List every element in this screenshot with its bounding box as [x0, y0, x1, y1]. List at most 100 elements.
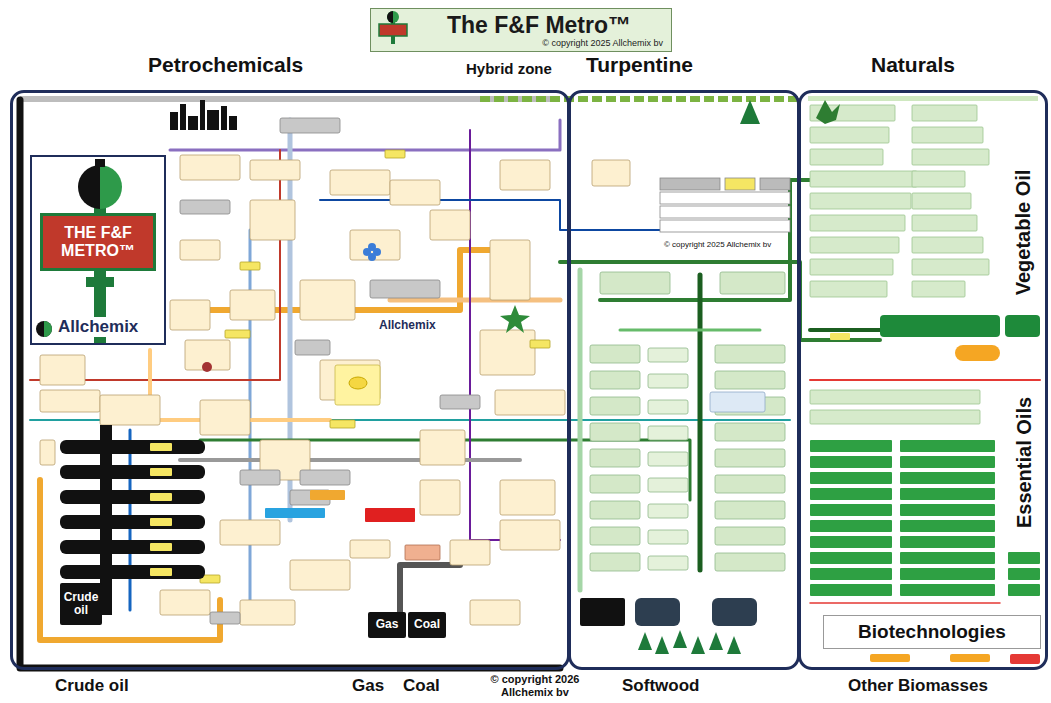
copyright-text: © copyright 2025 Allchemix bv — [542, 38, 663, 48]
station-bar — [370, 280, 440, 298]
brand-name: Allchemix — [56, 317, 140, 337]
region-panel: NaturalsBiotechnologies — [798, 90, 1048, 670]
top-strip — [704, 96, 714, 102]
category-name: Biotechnologies — [858, 621, 1006, 643]
station-box — [648, 400, 688, 414]
station-bar — [180, 200, 230, 214]
station-box — [330, 170, 390, 195]
station-box — [648, 556, 688, 570]
station-box — [180, 240, 220, 260]
station-box — [810, 193, 911, 209]
highlight-box — [710, 392, 765, 412]
station-box — [170, 300, 210, 330]
category-bar — [955, 345, 1000, 361]
station-box — [715, 475, 785, 493]
top-strip — [760, 96, 770, 102]
station-box — [450, 540, 490, 565]
source-label: Gas — [352, 676, 384, 696]
metro-line — [578, 270, 583, 590]
station-box — [160, 590, 210, 615]
station-box — [810, 127, 889, 143]
skyline-icon — [170, 112, 178, 130]
flower-icon — [363, 248, 371, 256]
station-box — [810, 149, 883, 165]
legend-cell — [660, 220, 790, 232]
station-box — [240, 600, 295, 625]
station-box — [220, 520, 280, 545]
station-box — [590, 501, 640, 519]
station-box — [590, 371, 640, 389]
section-label: Vegetable Oil — [1012, 167, 1035, 299]
station-bar — [280, 118, 340, 133]
category-bar — [810, 568, 892, 580]
skyline-icon — [229, 116, 237, 130]
sign-icon — [379, 24, 407, 36]
station-box — [912, 259, 989, 275]
top-strip — [508, 96, 518, 102]
category-bar — [900, 584, 995, 596]
tree-icon — [740, 100, 760, 124]
station-box — [720, 272, 785, 294]
station-box — [912, 171, 965, 187]
refinery-column — [60, 490, 205, 504]
color-bar — [310, 490, 345, 500]
station-box — [715, 527, 785, 545]
source-label: Coal — [403, 676, 440, 696]
top-strip — [480, 96, 490, 102]
zone-label: Hybrid zone — [466, 60, 552, 77]
station-bar — [440, 395, 480, 409]
metro-line — [810, 602, 1000, 604]
source-box: Gas — [368, 612, 406, 638]
lamp-cap — [95, 159, 105, 167]
station-box — [648, 348, 688, 362]
station-box — [590, 423, 640, 441]
skyline-icon — [221, 106, 227, 130]
station-box — [300, 280, 355, 320]
category-bar — [810, 520, 892, 532]
category-bar — [1005, 315, 1040, 337]
station-box — [592, 160, 630, 186]
metro-line — [20, 100, 560, 668]
station-box — [250, 200, 295, 240]
refinery-column — [60, 515, 205, 529]
tree-icon — [691, 636, 705, 654]
station-box — [810, 281, 887, 297]
source-name: Coal — [414, 618, 440, 631]
metro-line — [400, 565, 460, 612]
metro-sign: THE F&F METRO™ — [40, 213, 156, 271]
tree-icon — [638, 632, 652, 650]
tree-icon — [709, 632, 723, 650]
category-bar — [1008, 568, 1040, 580]
top-strip — [718, 96, 728, 102]
station-box — [715, 345, 785, 363]
metro-line — [320, 200, 700, 230]
refinery-column — [60, 440, 205, 454]
marker-bar — [830, 333, 850, 340]
refinery-column — [60, 540, 205, 554]
metro-line — [698, 275, 703, 570]
station-box — [810, 171, 917, 187]
color-bar — [365, 508, 415, 522]
station-box — [715, 371, 785, 389]
brand-logo-text: Allchemix — [377, 318, 438, 332]
station-box — [715, 449, 785, 467]
station-box — [912, 193, 971, 209]
highlight-box — [335, 365, 380, 405]
station-box — [500, 520, 560, 550]
source-box: Crude oil — [60, 583, 102, 625]
rose-icon — [202, 362, 212, 372]
station-box — [912, 127, 983, 143]
skyline-icon — [188, 116, 198, 130]
refinery-column — [60, 565, 205, 579]
skyline-icon — [180, 104, 186, 130]
station-box — [500, 160, 550, 190]
brand-icon — [36, 321, 52, 337]
region-heading: Turpentine — [586, 53, 693, 77]
category-bar — [900, 520, 995, 532]
region-heading: Petrochemicals — [148, 53, 303, 77]
legend-cell — [760, 178, 790, 190]
top-strip — [620, 96, 630, 102]
station-box — [290, 560, 350, 590]
